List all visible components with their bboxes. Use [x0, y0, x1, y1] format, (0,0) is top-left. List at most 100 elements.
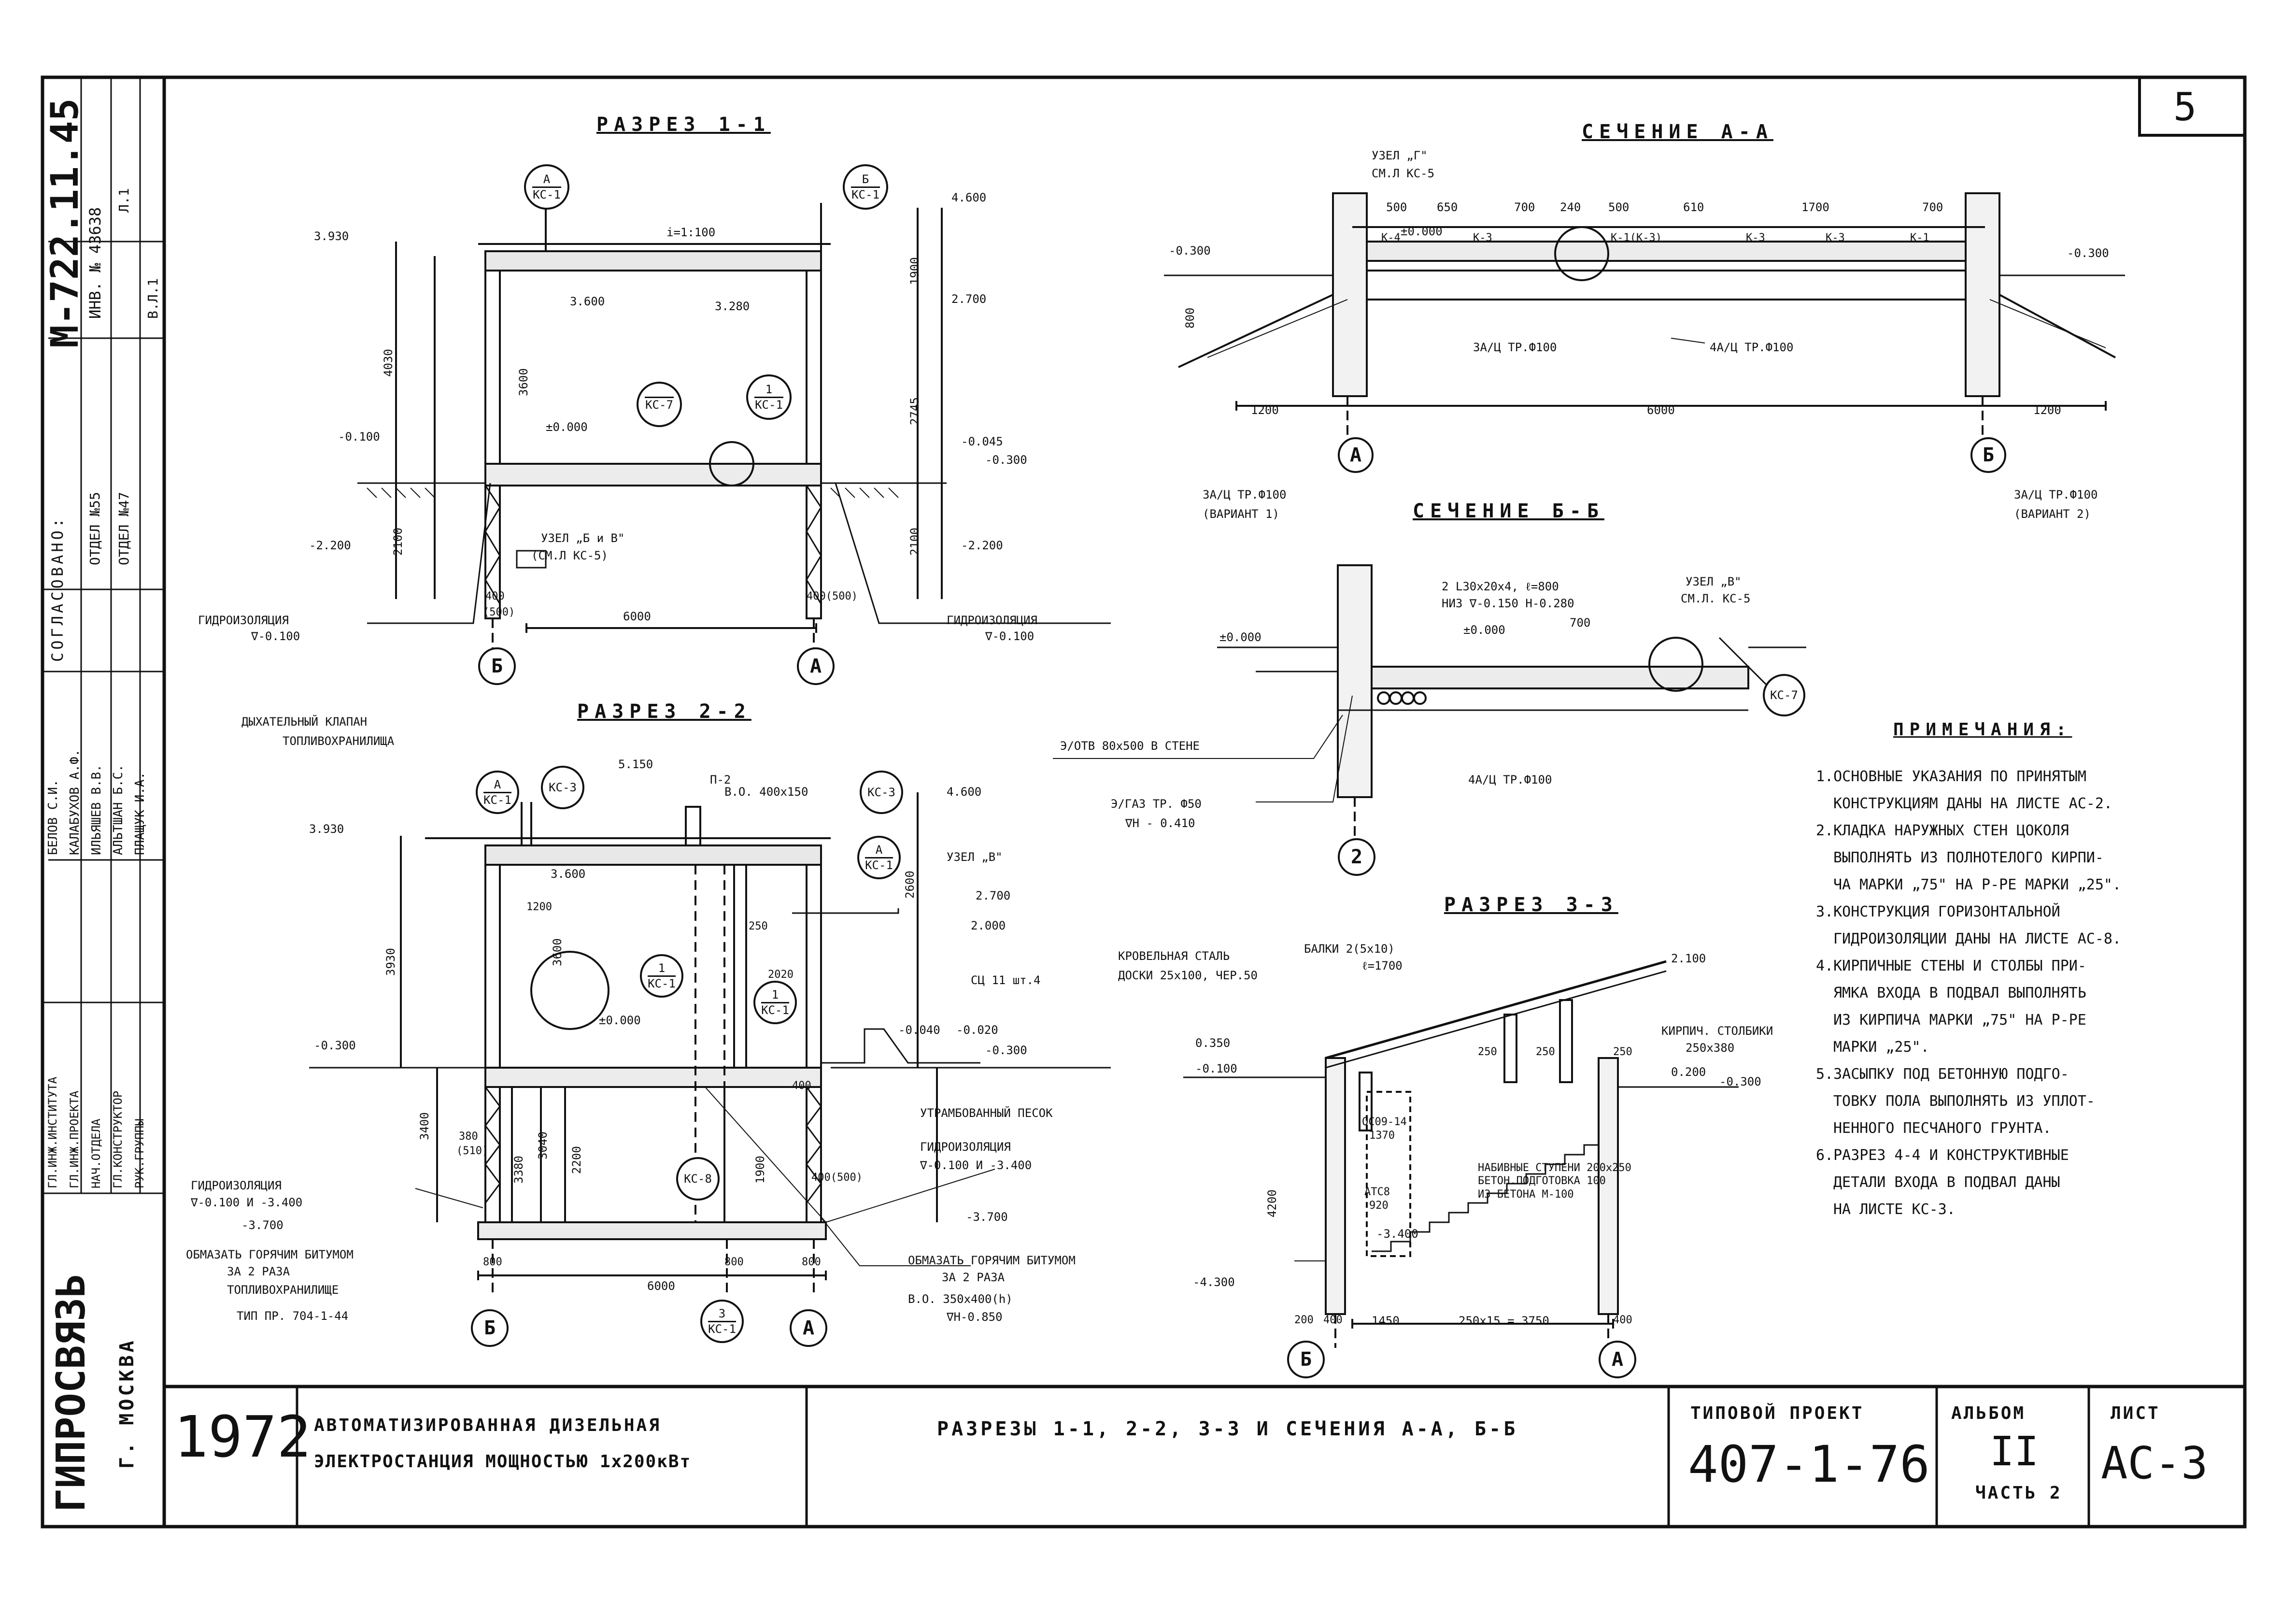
aa-node-g-ref: СМ.Л КС-5 — [1372, 167, 1435, 180]
sheet-code: АС-3 — [2101, 1437, 2208, 1489]
bb-hole: Э/ОТВ 80х500 В СТЕНЕ — [1060, 739, 1200, 753]
sheet-title: РАЗРЕЗЫ 1-1, 2-2, 3-3 И СЕЧЕНИЯ А-А, Б-Б — [937, 1418, 1518, 1440]
s33-beam-length: ℓ=1700 — [1362, 959, 1403, 973]
s22-el-3600: 3.600 — [551, 867, 586, 881]
s11-dim-400: 400 — [485, 590, 505, 602]
section-1-1-lines — [357, 203, 1111, 662]
aa-dim-650: 650 — [1437, 200, 1458, 214]
archive-code: М-722.11.45 — [43, 98, 87, 348]
s22-dim-3930: 3930 — [384, 948, 397, 976]
note-line: ЯМКА ВХОДА В ПОДВАЛ ВЫПОЛНЯТЬ — [1833, 985, 2086, 1001]
s33-el-2100: 2.100 — [1671, 952, 1706, 965]
s22-dim-250: 250 — [749, 920, 768, 932]
section-a-a-lines — [1164, 192, 2125, 435]
s22-el-2700: 2.700 — [976, 889, 1011, 902]
object-line-1: АВТОМАТИЗИРОВАННАЯ ДИЗЕЛЬНАЯ — [314, 1416, 661, 1435]
s33-el-3400: -3.400 — [1376, 1227, 1418, 1241]
s22-bitumen-left: ОБМАЗАТЬ ГОРЯЧИМ БИТУМОМ — [186, 1248, 354, 1261]
note-line: 5.ЗАСЫПКУ ПОД БЕТОННУЮ ПОДГО- — [1816, 1066, 2069, 1083]
title-section-1-1: РАЗРЕЗ 1-1 — [596, 114, 771, 136]
s22-el-2000: 2.000 — [971, 919, 1006, 932]
sheet-label: ЛИСТ — [2111, 1403, 2160, 1423]
s11-el-right-ground-2: -0.300 — [985, 453, 1027, 467]
s22-vent: В.О. 400х150 — [724, 785, 808, 799]
s22-dim-800-a: 800 — [483, 1256, 502, 1268]
s22-ref-kc3-b: КС-3 — [860, 771, 903, 814]
aa-dim-700-b: 700 — [1922, 200, 1943, 214]
s33-beam: БАЛКИ 2(5х10) — [1304, 942, 1395, 956]
s22-el-0040: -0.040 — [898, 1023, 940, 1037]
organization-city: Г. МОСКВА — [116, 1338, 138, 1469]
note-line: ТОВКУ ПОЛА ВЫПОЛНЯТЬ ИЗ УПЛОТ- — [1833, 1093, 2095, 1110]
bb-gas-el: ∇Н - 0.410 — [1125, 816, 1195, 830]
s11-dim-r2: 2745 — [908, 397, 921, 425]
s11-el-mid: 2.700 — [951, 292, 987, 306]
note-line: МАРКИ „25". — [1833, 1039, 1929, 1056]
name-4: АЛЬТШАН Б.С. — [111, 764, 126, 855]
note-line: ВЫПОЛНЯТЬ ИЗ ПОЛНОТЕЛОГО КИРПИ- — [1833, 849, 2104, 866]
aa-k1: К-1(К-3) — [1611, 232, 1662, 244]
stamp-grid — [43, 77, 164, 1528]
bb-el-0-left: ±0.000 — [1219, 630, 1261, 644]
s22-bitumen-right: ОБМАЗАТЬ ГОРЯЧИМ БИТУМОМ — [908, 1254, 1076, 1267]
s33-el-0300: -0.300 — [1719, 1075, 1761, 1088]
s22-hydro-left: ГИДРОИЗОЛЯЦИЯ — [191, 1179, 282, 1192]
bb-pipe: 4А/Ц ТР.Ф100 — [1468, 773, 1552, 787]
name-3: ИЛЬЯШЕВ В.В. — [89, 764, 104, 855]
s22-el-0020: -0.020 — [956, 1023, 998, 1037]
s33-el-0100: -0.100 — [1195, 1062, 1237, 1075]
bb-angle-2: НИЗ ∇-0.150 Н-0.280 — [1442, 597, 1574, 610]
s22-bitumen-right-2: ЗА 2 РАЗА — [942, 1271, 1005, 1284]
s22-bitumen-left-2: ЗА 2 РАЗА — [227, 1265, 290, 1278]
s11-el-base-left: -2.200 — [309, 539, 351, 552]
s11-ref-kc7: КС-7 — [637, 382, 682, 427]
s33-door-2: 1370 — [1369, 1130, 1395, 1142]
object-line-2: ЭЛЕКТРОСТАНЦИЯ МОЩНОСТЬЮ 1х200кВт — [314, 1452, 692, 1472]
s33-dim-250-b: 250 — [1536, 1046, 1555, 1058]
dept-1: ОТДЕЛ №55 — [87, 492, 103, 565]
sheet-number: 5 — [2173, 85, 2197, 129]
s33-dim-250-a: 250 — [1478, 1046, 1497, 1058]
note-line: НА ЛИСТЕ КС-3. — [1833, 1201, 1956, 1218]
aa-k3-c: К-3 — [1826, 232, 1845, 244]
s33-door-4: 920 — [1369, 1200, 1389, 1212]
s33-el-0350: 0.350 — [1195, 1036, 1231, 1050]
s33-dim-400-b: 400 — [1613, 1314, 1632, 1326]
s22-node-v: УЗЕЛ „В" — [947, 850, 1003, 864]
s22-dim-800-c: 800 — [802, 1256, 821, 1268]
sheet-no-box — [2138, 76, 2246, 137]
bb-axis: 2 — [1338, 838, 1375, 876]
role-4: ГЛ.КОНСТРУКТОР — [111, 1090, 125, 1188]
s11-axis-right: А — [797, 647, 835, 685]
aa-dim-1700: 1700 — [1801, 200, 1829, 214]
aa-axis-left: А — [1338, 437, 1374, 473]
s33-steps: НАБИВНЫЕ СТУПЕНИ 200х250 — [1478, 1162, 1631, 1174]
s22-ref-kc8: КС-8 — [676, 1157, 720, 1201]
part-label: ЧАСТЬ 2 — [1975, 1483, 2062, 1503]
s33-el-4300: -4.300 — [1193, 1275, 1235, 1289]
aa-node-g: УЗЕЛ „Г" — [1372, 149, 1428, 162]
s22-dim-400: 400 — [792, 1080, 811, 1092]
s11-dim-500: (500) — [483, 606, 515, 618]
s11-axis-left: Б — [478, 647, 516, 685]
year: 1972 — [174, 1403, 312, 1470]
s22-p2: П-2 — [710, 773, 731, 787]
project-number: 407-1-76 — [1688, 1435, 1930, 1494]
bb-angle: 2 L30х20х4, ℓ=800 — [1442, 580, 1559, 593]
s22-dim-span: 6000 — [647, 1279, 675, 1293]
note-line: ГИДРОИЗОЛЯЦИИ ДАНЫ НА ЛИСТЕ АС-8. — [1833, 930, 2122, 947]
s11-el-base-right: -2.200 — [961, 539, 1003, 552]
aa-dim-1200-right: 1200 — [2033, 403, 2061, 417]
aa-k3: К-3 — [1473, 232, 1492, 244]
s33-dim-3750: 250х15 = 3750 — [1459, 1314, 1549, 1328]
s22-dim-400-500: 400(500) — [811, 1172, 863, 1184]
s11-dim-r1: 1900 — [908, 257, 921, 285]
s33-dim-4200: 4200 — [1265, 1189, 1279, 1217]
note-line: ДЕТАЛИ ВХОДА В ПОДВАЛ ДАНЫ — [1833, 1174, 2060, 1191]
